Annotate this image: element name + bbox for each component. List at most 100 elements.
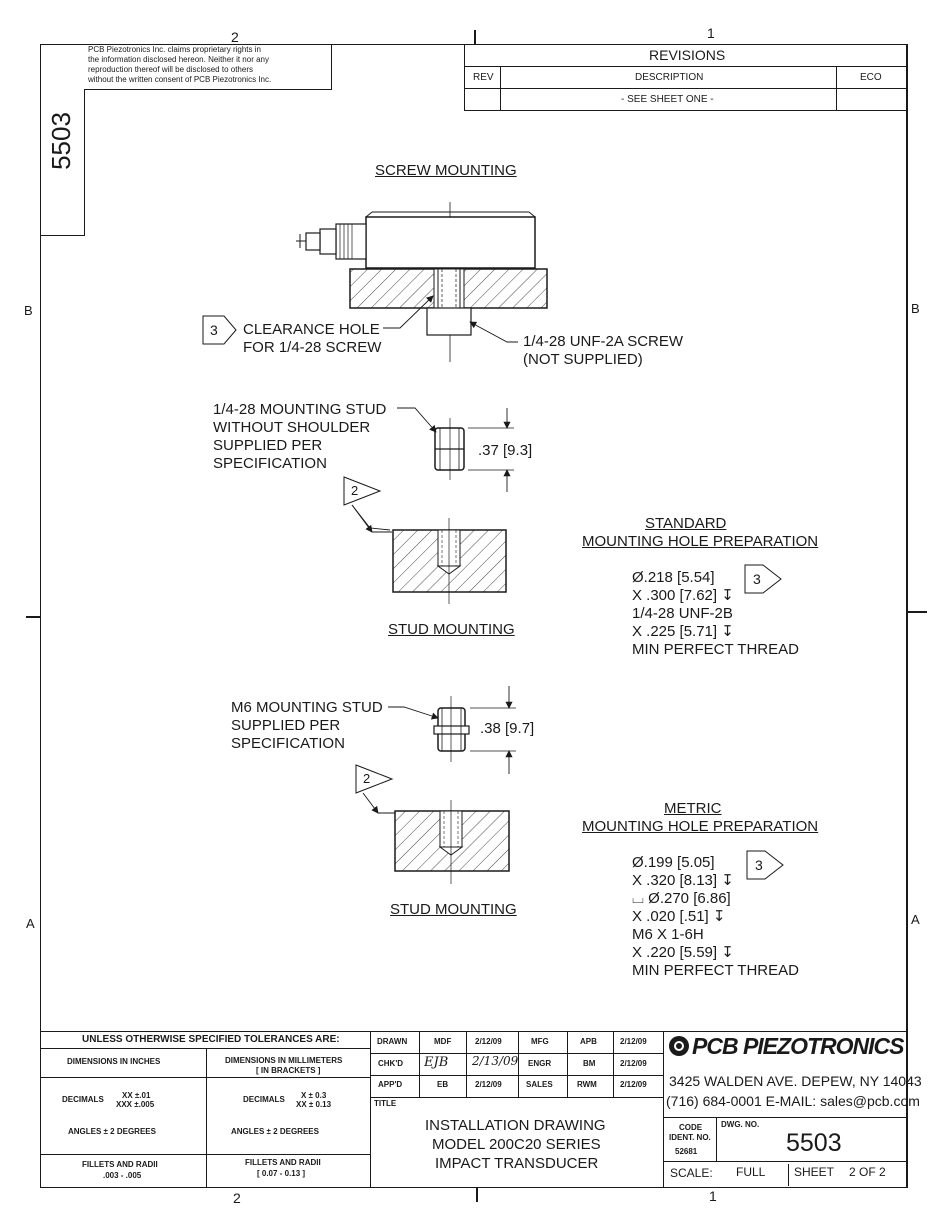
stud-1-label: 1/4-28 MOUNTING STUD: [213, 401, 387, 418]
inches-decimals-value: XXX ±.005: [116, 1100, 155, 1109]
mm-decimals-value: X ± 0.3: [301, 1091, 327, 1100]
outer-right-edge: [907, 44, 908, 1188]
clearance-hole-label-2: FOR 1/4-28 SCREW: [243, 339, 382, 356]
stud-1-label: SUPPLIED PER: [213, 437, 323, 454]
code-box-divider: [716, 1117, 717, 1161]
stud-2-label: SUPPLIED PER: [231, 717, 341, 734]
screw-mounting-figure: [202, 202, 548, 362]
notice-line: without the written consent of PCB Piezo…: [88, 75, 272, 84]
code-ident-value: 52681: [675, 1147, 698, 1156]
screw-label: 1/4-28 UNF-2A SCREW: [523, 333, 684, 350]
signoff-date: 2/12/09: [620, 1080, 647, 1089]
mm-decimals-value: XX ± 0.13: [296, 1100, 332, 1109]
standard-prep-line: Ø.218 [5.54]: [632, 569, 715, 586]
sheet-divider: [788, 1164, 789, 1186]
screw-mounting-title: SCREW MOUNTING: [375, 162, 517, 179]
inches-decimals-value: XX ±.01: [122, 1091, 151, 1100]
mm-header: DIMENSIONS IN MILLIMETERS: [225, 1056, 343, 1065]
standard-prep-title: STANDARD: [645, 515, 727, 532]
zone-label-left-a: A: [26, 916, 35, 931]
signoff-col: [518, 1031, 519, 1097]
signoff-role: SALES: [526, 1080, 553, 1089]
standard-prep-line: X .225 [5.71] ↧: [632, 623, 734, 640]
scale-value: FULL: [736, 1165, 766, 1179]
company-name: PCB PIEZOTRONICS: [692, 1033, 904, 1059]
tol-divider: [40, 1048, 370, 1049]
pcb-logo-icon: [669, 1036, 689, 1056]
title-label: TITLE: [374, 1099, 397, 1108]
clearance-note-number: 3: [210, 322, 218, 338]
clearance-hole-label: CLEARANCE HOLE: [243, 321, 380, 338]
description-col-header: DESCRIPTION: [635, 72, 704, 83]
metric-prep-title: METRIC: [664, 800, 722, 817]
proprietary-notice: PCB Piezotronics Inc. claims proprietary…: [84, 44, 332, 90]
signoff-initials: EB: [437, 1080, 449, 1089]
zone-label-bottom-1: 1: [709, 1188, 717, 1204]
revisions-table: REVISIONS REV DESCRIPTION ECO - SEE SHEE…: [464, 44, 907, 111]
code-box-bottom: [663, 1161, 907, 1162]
rev-divider: [836, 66, 837, 111]
signoff-initials: APB: [580, 1037, 597, 1046]
stud-1-note-number: 2: [351, 483, 359, 498]
sheet-value: 2 OF 2: [849, 1165, 886, 1179]
rev-divider: [465, 88, 907, 89]
mm-fillets: FILLETS AND RADII: [245, 1158, 321, 1167]
dwg-no-value: 5503: [786, 1129, 842, 1157]
zone-label-left-b: B: [24, 303, 33, 318]
signoff-col: [466, 1031, 467, 1097]
code-box-top: [663, 1117, 907, 1118]
metric-prep-line: ⌴ Ø.270 [6.86]: [632, 890, 731, 907]
notice-line: reproduction thereof will be disclosed t…: [88, 65, 253, 74]
zone-label-bottom-2: 2: [233, 1190, 241, 1206]
metric-prep-line: X .220 [5.59] ↧: [632, 944, 734, 961]
signoff-role: CHK'D: [378, 1059, 404, 1068]
signoff-col: [567, 1031, 568, 1097]
rev-divider: [500, 66, 501, 111]
screw-head: [426, 307, 472, 336]
signoff-divider: [370, 1053, 663, 1054]
tolerances-header: UNLESS OTHERWISE SPECIFIED TOLERANCES AR…: [82, 1034, 340, 1045]
signoff-role: DRAWN: [377, 1037, 408, 1046]
notice-line: the information disclosed hereon. Neithe…: [88, 55, 269, 64]
drawing-title-line: MODEL 200C20 SERIES: [432, 1136, 601, 1153]
mm-decimals-label: DECIMALS: [243, 1095, 285, 1104]
signoff-date: 2/12/09: [475, 1080, 502, 1089]
signoff-initials-handwritten: EJB: [424, 1055, 449, 1070]
title-block: [40, 1031, 907, 1188]
inches-header: DIMENSIONS IN INCHES: [67, 1057, 161, 1066]
signoff-col: [613, 1031, 614, 1097]
signoff-date: 2/12/09: [475, 1037, 502, 1046]
metric-prep-line: X .320 [8.13] ↧: [632, 872, 734, 889]
standard-prep-line: MIN PERFECT THREAD: [632, 641, 799, 658]
tol-divider: [40, 1154, 370, 1155]
mm-angles: ANGLES ± 2 DEGREES: [231, 1127, 319, 1136]
code-ident-label: CODE: [679, 1123, 703, 1132]
signoff-date: 2/12/09: [620, 1059, 647, 1068]
signoff-col: [419, 1031, 420, 1097]
revision-description: - SEE SHEET ONE -: [621, 94, 714, 105]
inches-decimals-label: DECIMALS: [62, 1095, 104, 1104]
stud-2-note-number: 2: [363, 771, 371, 786]
metric-prep-line: X .020 [.51] ↧: [632, 908, 726, 925]
stud-1-dimension: .37 [9.3]: [478, 442, 533, 459]
stud-2-label: SPECIFICATION: [231, 735, 345, 752]
metric-prep-title-2: MOUNTING HOLE PREPARATION: [582, 818, 819, 835]
standard-prep-line: 1/4-28 UNF-2B: [632, 605, 733, 622]
signoff-divider: [370, 1097, 663, 1098]
dwg-no-label: DWG. NO.: [721, 1120, 760, 1129]
rev-col-header: REV: [473, 72, 494, 83]
signoff-divider: [370, 1075, 663, 1076]
zone-tick-left: [26, 616, 40, 618]
connector: [335, 223, 367, 260]
stud-1-figure: [343, 407, 514, 604]
signoff-initials: MDF: [434, 1037, 452, 1046]
metric-prep-line: M6 X 1-6H: [632, 926, 704, 943]
metric-prep-line: MIN PERFECT THREAD: [632, 962, 799, 979]
stud-mounting-2-title: STUD MOUNTING: [390, 901, 517, 918]
metric-prep-line: Ø.199 [5.05]: [632, 854, 715, 871]
signoff-role: APP'D: [378, 1080, 403, 1089]
signoff-initials: RWM: [577, 1080, 597, 1089]
rev-divider: [465, 66, 907, 67]
scale-label: SCALE:: [670, 1166, 713, 1180]
eco-col-header: ECO: [860, 72, 882, 83]
